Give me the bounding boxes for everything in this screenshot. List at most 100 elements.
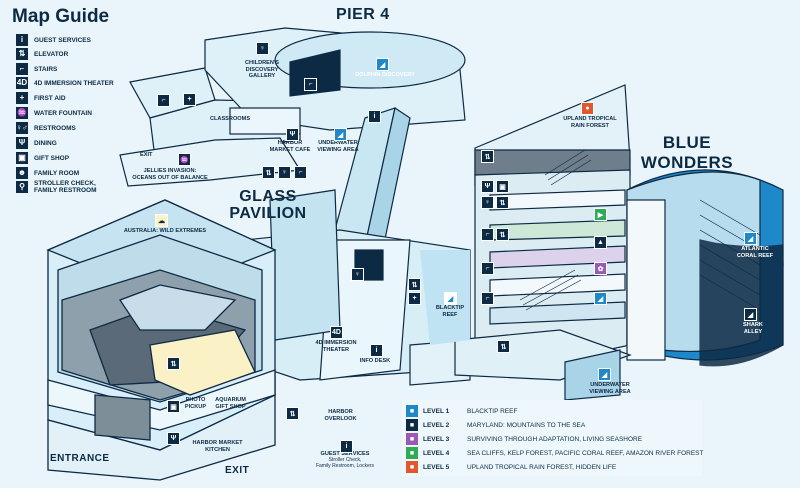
level-name: LEVEL 4 [423, 449, 450, 457]
shark-alley-icon: ◢ [744, 308, 757, 321]
guest-services-label: GUEST SERVICES [320, 451, 370, 457]
stairs-icon: ⌐ [157, 94, 170, 107]
family-room-icon: ☻ [16, 167, 28, 179]
underwater-viewing-icon: ◢ [334, 128, 347, 141]
childrens-gallery-label: CHILDREN'S DISCOVERY GALLERY [245, 60, 279, 79]
elevator-icon: ⇅ [496, 228, 509, 241]
level-3-icon: ■ [406, 433, 418, 445]
legend-item: ⚲ STROLLER CHECK, FAMILY RESTROOM [16, 180, 97, 194]
atlantic-coral-reef-label: ATLANTIC CORAL REEF [736, 246, 774, 259]
level-2-icon: ■ [406, 419, 418, 431]
level-row: ■ LEVEL 1 BLACKTIP REEF [406, 405, 517, 417]
stairs-icon: ⌐ [481, 262, 494, 275]
legend-item-label: 4D IMMERSION THEATER [34, 79, 114, 87]
underwater-viewing-blue-label: UNDERWATER VIEWING AREA [589, 382, 631, 395]
level-description: UPLAND TROPICAL RAIN FOREST, HIDDEN LIFE [467, 463, 617, 471]
elevator-icon: ⇅ [167, 357, 180, 370]
legend-item-label: RESTROOMS [34, 124, 76, 132]
level4-icon: ▶ [594, 208, 607, 221]
restrooms-icon: ♀♂ [16, 122, 28, 134]
legend-item-label: WATER FOUNTAIN [34, 109, 92, 117]
elevator-icon: ⇅ [16, 48, 28, 60]
jellies-icon: ♒ [178, 153, 191, 166]
level-row: ■ LEVEL 4 SEA CLIFFS, KELP FOREST, PACIFIC… [406, 447, 703, 459]
guest-services-sub-label: Stroller Check, Family Restroom, Lockers [315, 457, 375, 469]
gift-shop-icon: ▣ [496, 180, 509, 193]
legend-item: + FIRST AID [16, 92, 66, 104]
legend-item: ♀♂ RESTROOMS [16, 122, 76, 134]
restrooms-icon: ♀ [481, 196, 494, 209]
elevator-icon: ⇅ [497, 340, 510, 353]
australia-label: AUSTRALIA: WILD EXTREMES [123, 228, 207, 234]
stairs-icon: ⌐ [481, 228, 494, 241]
pier4-heading: PIER 4 [336, 6, 390, 23]
level-description: BLACKTIP REEF [467, 407, 518, 415]
exit-label: EXIT [225, 465, 250, 476]
legend-item: ⇅ ELEVATOR [16, 48, 68, 60]
classrooms-label: CLASSROOMS [209, 116, 251, 122]
glass-pavilion-heading: GLASS PAVILION [229, 188, 307, 222]
entrance-label: ENTRANCE [50, 453, 110, 464]
dining-icon: Ψ [16, 137, 28, 149]
legend-item-label: ELEVATOR [34, 50, 69, 58]
dolphin-discovery-label: DOLPHIN DISCOVERY [355, 72, 415, 78]
legend-item-label: FIRST AID [34, 94, 66, 102]
level2-icon: ▲ [594, 236, 607, 249]
legend-item-label: FAMILY ROOM [34, 169, 80, 177]
gift-shop-icon: ▣ [167, 400, 180, 413]
legend-item-label: GUEST SERVICES [34, 36, 91, 44]
info-icon: i [370, 344, 383, 357]
info-icon: i [16, 34, 28, 46]
elevator-icon: ⇅ [286, 407, 299, 420]
first-aid-icon: + [408, 292, 421, 305]
pier4-building [119, 27, 466, 187]
dolphin-icon: ◢ [376, 58, 389, 71]
legend-item: ♒ WATER FOUNTAIN [16, 107, 92, 119]
legend-item: ▣ GIFT SHOP [16, 152, 69, 164]
level1-icon: ◢ [594, 292, 607, 305]
level-description: SEA CLIFFS, KELP FOREST, PACIFIC CORAL R… [467, 449, 704, 457]
level-1-icon: ■ [406, 405, 418, 417]
photo-pickup-label: PHOTO PICKUP [184, 397, 207, 410]
4d-icon: 4D [330, 326, 343, 339]
legend-item-label: STROLLER CHECK, FAMILY RESTROOM [34, 180, 97, 194]
stairs-icon: ⌐ [304, 78, 317, 91]
elevator-icon: ⇅ [408, 278, 421, 291]
level3-icon: ✿ [594, 262, 607, 275]
level-description: SURVIVING THROUGH ADAPTATION, LIVING SEA… [467, 435, 643, 443]
stroller-icon: ⚲ [16, 181, 28, 193]
first-aid-icon: + [16, 92, 28, 104]
water-fountain-icon: ♒ [16, 107, 28, 119]
upland-tropical-label: UPLAND TROPICAL RAIN FOREST [563, 116, 617, 129]
restrooms-icon: ♀ [256, 42, 269, 55]
legend-item: i GUEST SERVICES [16, 34, 91, 46]
level-4-icon: ■ [406, 447, 418, 459]
harbor-overlook-label: HARBOR OVERLOOK [324, 409, 357, 422]
first-aid-icon: + [183, 93, 196, 106]
legend-item-label: GIFT SHOP [34, 154, 70, 162]
legend-item: Ψ DINING [16, 137, 57, 149]
levels-box [402, 400, 702, 476]
dining-icon: Ψ [481, 180, 494, 193]
blacktip-reef-icon: ◢ [444, 292, 457, 305]
main-building [46, 199, 277, 481]
elevator-icon: ⇅ [496, 196, 509, 209]
gift-shop-icon: ▣ [16, 152, 28, 164]
restrooms-icon: ♀ [351, 268, 364, 281]
info-desk-label: INFO DESK [359, 358, 391, 364]
level-name: LEVEL 1 [423, 407, 450, 415]
blue-wonders-heading: BLUE WONDERS [640, 133, 734, 172]
legend-item-label: DINING [34, 139, 57, 147]
4d-theater-label: 4D IMMERSION THEATER [315, 340, 357, 353]
australia-icon: ☁ [155, 214, 168, 227]
atlantic-coral-reef-icon: ◢ [744, 232, 757, 245]
pier-exit-label: EXIT [140, 152, 153, 158]
info-icon: i [340, 440, 353, 453]
shark-alley-label: SHARK ALLEY [743, 322, 763, 335]
dining-icon: Ψ [167, 432, 180, 445]
underwater-viewing-pier-label: UNDERWATER VIEWING AREA [317, 140, 359, 153]
